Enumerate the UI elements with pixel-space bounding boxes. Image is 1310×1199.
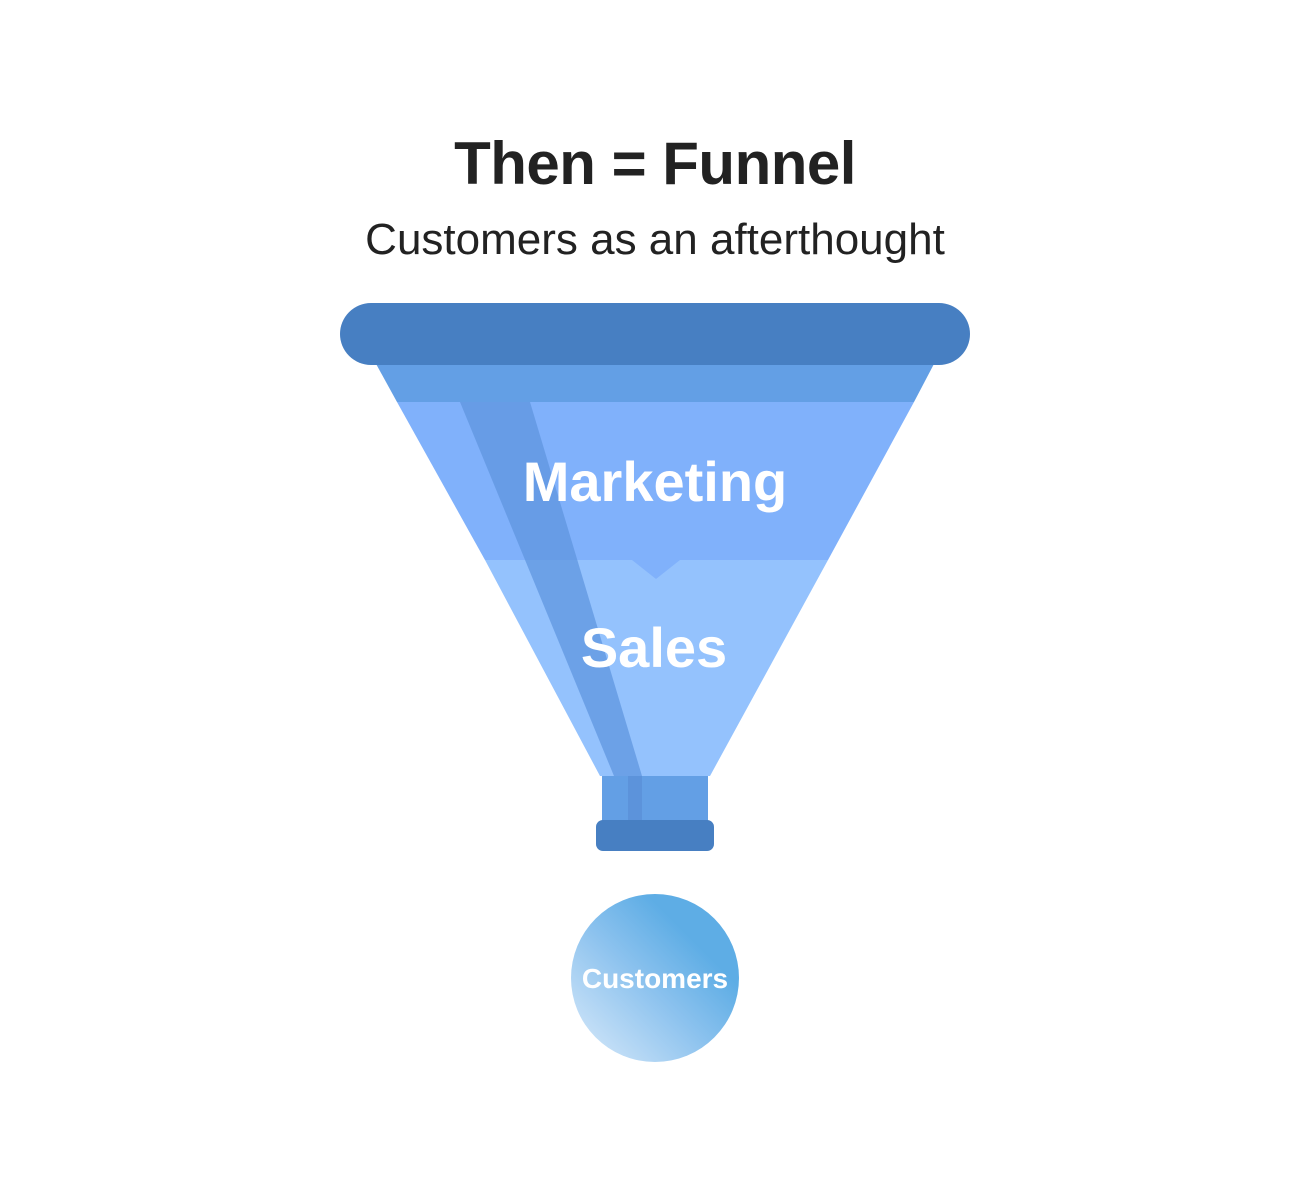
- funnel-spout: [602, 776, 708, 824]
- funnel-spout-shadow: [628, 776, 642, 824]
- customers-label: Customers: [582, 963, 728, 994]
- stage-label-marketing: Marketing: [523, 450, 788, 513]
- customers-circle: [571, 894, 739, 1062]
- funnel-rim: [340, 303, 970, 365]
- stage-divider-notch: [632, 560, 680, 579]
- diagram-subtitle: Customers as an afterthought: [365, 215, 945, 264]
- stage-label-sales: Sales: [581, 616, 727, 679]
- funnel-shadow-stripe: [460, 402, 642, 776]
- funnel-upper-band: [375, 362, 935, 402]
- diagram-title: Then = Funnel: [454, 130, 856, 197]
- funnel-spout-ring: [596, 820, 714, 851]
